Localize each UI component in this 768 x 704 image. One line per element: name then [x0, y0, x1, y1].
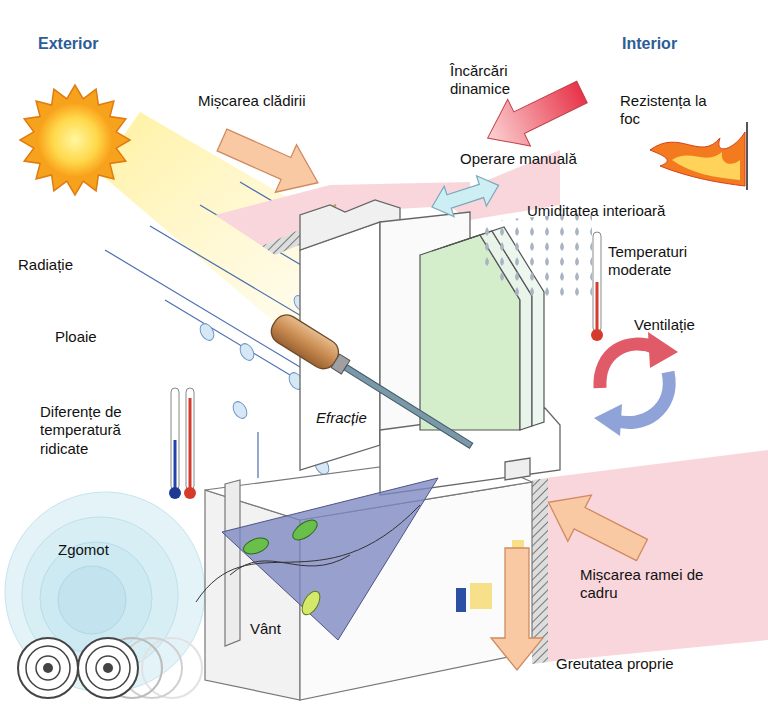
tyre-hub	[103, 663, 113, 673]
ventilation-arrow	[600, 344, 656, 388]
thermometer	[591, 232, 603, 341]
tyre-hub	[43, 663, 53, 673]
sun-disc	[38, 103, 112, 177]
manual-operation-arrow	[427, 170, 503, 222]
load-label: Temperaturi moderate	[608, 243, 712, 280]
noise-wave	[58, 566, 126, 634]
rain-drop	[237, 341, 256, 363]
wind-swirl	[230, 555, 350, 575]
wind-swirl	[196, 505, 420, 602]
side-heading: Exterior	[38, 34, 148, 54]
fire-wall	[746, 122, 748, 190]
window-sill	[205, 455, 532, 700]
load-label: Zgomot	[58, 541, 158, 559]
wind-arrow	[222, 478, 438, 640]
flame	[650, 132, 745, 186]
load-label: Vânt	[250, 620, 330, 638]
leaf	[241, 535, 270, 557]
thermometer-tube	[171, 388, 179, 490]
leaf	[290, 516, 321, 544]
seal-block	[470, 583, 492, 609]
ventilation-arrow	[614, 372, 669, 423]
building-movement-arrow	[211, 116, 328, 206]
sill-drip	[225, 480, 240, 646]
load-label: Radiație	[18, 256, 118, 274]
frame-profile	[505, 458, 530, 480]
tyre-rim	[36, 656, 60, 680]
rain-line	[105, 250, 330, 385]
side-heading: Interior	[622, 34, 732, 54]
thermometer-pair	[169, 388, 196, 499]
load-label: Rezistența la foc	[620, 92, 726, 129]
thermometer-bulb	[591, 329, 603, 341]
thermometer-bulb	[184, 487, 196, 499]
flame-core	[672, 152, 740, 180]
thermometer-bulb	[169, 487, 181, 499]
humidity-drops	[478, 212, 592, 300]
wall-section	[545, 450, 768, 662]
rain-line	[257, 432, 258, 478]
load-label: Operare manuală	[460, 150, 640, 168]
load-label: Ploaie	[55, 328, 155, 346]
load-label: Ventilație	[634, 316, 744, 334]
load-label: Încărcări dinamice	[450, 62, 536, 99]
frame-movement-arrow	[537, 479, 654, 573]
sun-symbol	[20, 85, 130, 195]
wall-hatch	[532, 478, 548, 664]
load-label: Mișcarea clădirii	[198, 92, 368, 110]
ventilation-head	[594, 404, 622, 436]
seal-block	[456, 588, 466, 612]
tyre-rim	[96, 656, 120, 680]
load-label: Umiditatea interioară	[527, 202, 727, 220]
load-label: Efracție	[316, 409, 416, 427]
thermometer-tube	[186, 388, 194, 490]
screwdriver-handle	[266, 310, 343, 374]
leaf	[298, 588, 323, 618]
traffic-tyres	[18, 638, 202, 698]
thermometer-tube	[593, 232, 601, 332]
tyre-rim	[86, 646, 130, 690]
ventilation-head	[648, 332, 678, 368]
tyre	[78, 638, 138, 698]
thermometer-level	[596, 282, 599, 332]
thermometer-level	[174, 440, 177, 490]
load-label: Diferențe de temperatură ridicate	[40, 403, 158, 458]
tyre-rim	[26, 646, 70, 690]
screwdriver	[266, 310, 479, 458]
rain-drop	[197, 321, 216, 343]
tyre	[18, 638, 78, 698]
load-label: Mișcarea ramei de cadru	[580, 566, 720, 603]
thermometer-level	[189, 398, 192, 490]
fire-symbol	[650, 122, 747, 190]
wind-symbol	[196, 478, 438, 640]
screwdriver-shaft	[344, 365, 473, 449]
ventilation-symbol	[594, 332, 678, 436]
dead-weight-arrow	[491, 548, 543, 670]
sun-rays	[20, 85, 130, 195]
load-label: Greutatea proprie	[556, 655, 756, 673]
rain-drop	[230, 399, 249, 421]
